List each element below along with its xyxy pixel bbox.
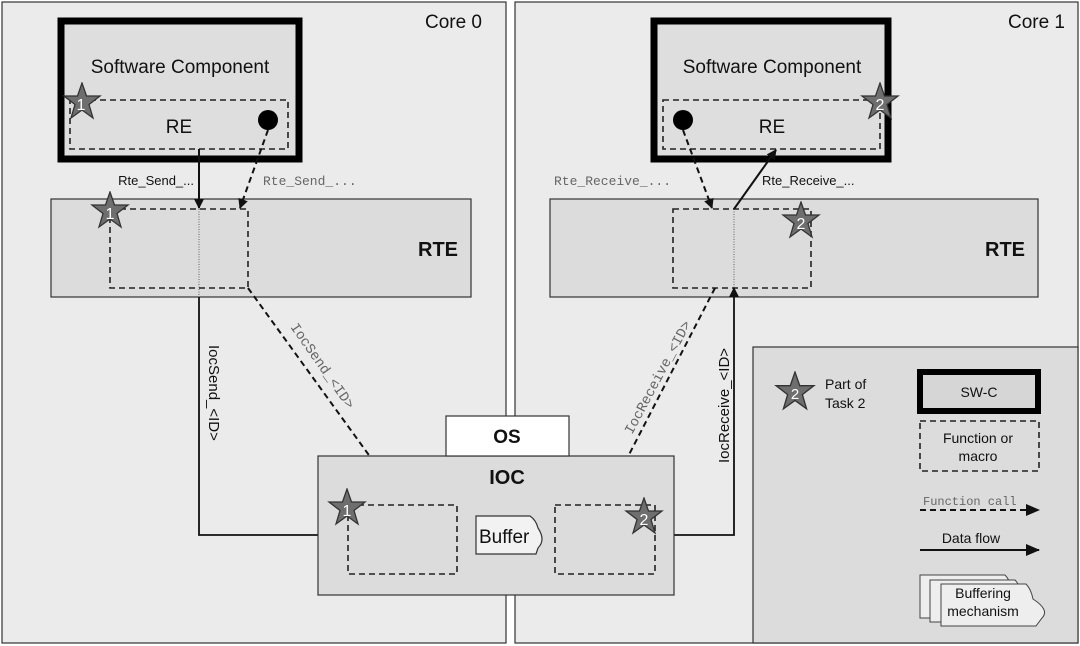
left-swc-title: Software Component [91,57,270,78]
right-rte-function [672,208,812,289]
svg-text:1: 1 [343,503,352,520]
left-re-label: RE [166,117,192,138]
legend-task-star-icon: 2 [775,371,815,410]
left-software-component [57,17,303,163]
legend-function-box [919,420,1040,472]
right-re-label: RE [759,117,785,138]
right-runnable-entity [662,99,881,150]
legend-buffering-text-2: mechanism [947,603,1019,619]
right-data-flow-arrow [733,149,777,210]
legend-task-text-1: Part of [825,376,866,392]
svg-text:2: 2 [797,216,806,233]
left-rte-send-mono-label: Rte_Send_... [263,174,357,189]
right-swc-title: Software Component [683,57,862,78]
core-0-label: Core 0 [425,12,482,33]
legend-function-call-label: Function call [923,495,1017,509]
os-label: OS [493,427,520,448]
right-rte-label: RTE [985,239,1025,261]
right-swc-star-icon: 2 [861,82,899,119]
right-rte-star-icon: 2 [782,201,820,238]
left-rte-star-icon: 1 [91,191,129,228]
ioc-receive-star-icon: 2 [625,497,663,534]
legend-swc-box [917,369,1041,414]
right-rte-receive-mono-label: Rte_Receive_... [554,174,671,189]
buffer-label: Buffer [479,527,530,548]
left-rte-label: RTE [418,239,458,261]
ioc-send-function [347,504,458,575]
legend-buffering-icon [919,574,1045,627]
buffer-shape [475,515,543,555]
legend-function-text-1: Function or [943,430,1013,446]
left-iocsend-vertical-label: IocSend_<ID> [205,345,222,441]
right-re-dot [673,110,693,130]
legend-data-flow-label: Data flow [942,530,1001,546]
ioc-receive-function [554,504,656,575]
left-rte-send-label: Rte_Send_... [118,173,194,188]
svg-text:2: 2 [791,386,799,403]
left-rte-box [50,198,472,298]
legend-buffering-text-1: Buffering [955,585,1011,601]
left-function-call-arrow [238,129,269,209]
legend-function-text-2: macro [959,448,998,464]
svg-text:1: 1 [77,97,86,114]
ioc-send-star-icon: 1 [328,488,366,525]
core-1-label: Core 1 [1008,12,1065,33]
left-rte-function [109,208,249,289]
right-function-call-arrow [682,129,714,209]
svg-text:1: 1 [106,206,115,223]
left-re-dot [258,110,278,130]
legend-task-text-2: Task 2 [825,395,866,411]
svg-text:2: 2 [640,512,649,529]
svg-text:2: 2 [876,97,885,114]
legend-swc-label: SW-C [960,384,997,400]
ioc-label: IOC [489,467,525,489]
right-rte-receive-label: Rte_Receive_... [762,173,855,188]
right-iocreceive-vertical-label: IocReceive_<ID> [716,348,733,463]
left-runnable-entity [69,99,289,150]
right-software-component [650,17,892,163]
right-rte-box [549,198,1039,298]
left-swc-star-icon: 1 [63,82,101,119]
os-box [445,415,570,457]
